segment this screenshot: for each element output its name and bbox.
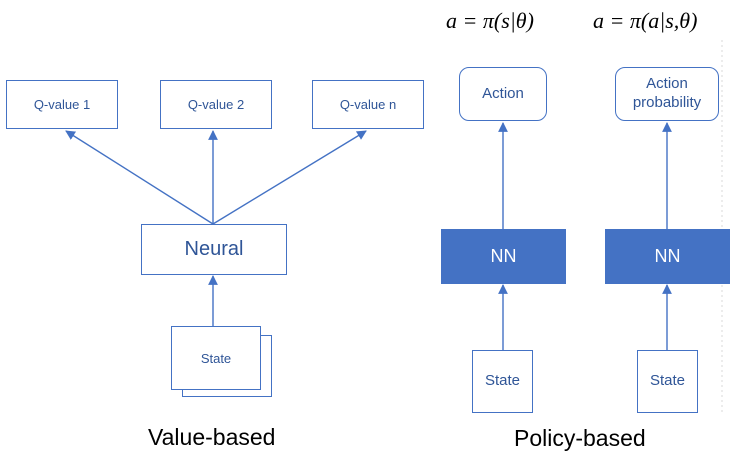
nn-box-stochastic: NN (605, 229, 730, 284)
qvalue-1-box: Q-value 1 (6, 80, 118, 129)
neural-network-box: Neural (141, 224, 287, 275)
arrow-neural-to-qvalue-1 (65, 130, 214, 225)
action-probability-box: Action probability (615, 67, 719, 121)
deterministic-policy-formula: a = π(s|θ) (446, 8, 534, 33)
stochastic-policy-formula: a = π(a|s,θ) (593, 8, 698, 33)
qvalue-2-box: Q-value 2 (160, 80, 272, 129)
arrow-neural-to-qvalue-n (212, 130, 367, 225)
qvalue-n-box: Q-value n (312, 80, 424, 129)
nn-box-deterministic: NN (441, 229, 566, 284)
policy-based-caption: Policy-based (514, 425, 646, 451)
action-box: Action (459, 67, 547, 121)
state-box-deterministic: State (472, 350, 533, 413)
state-box-stochastic: State (637, 350, 698, 413)
value-based-caption: Value-based (148, 424, 276, 450)
state-stack-box: State (171, 326, 261, 390)
